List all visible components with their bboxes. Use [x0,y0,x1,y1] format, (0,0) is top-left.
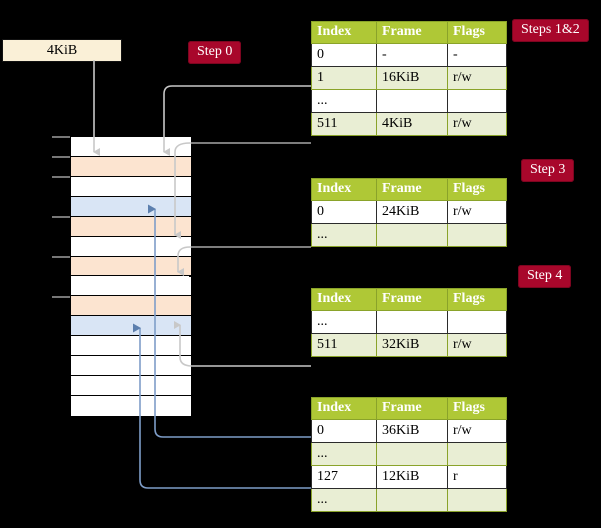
memory-frame-cell [71,396,191,416]
column-header-flags: Flags [447,178,507,201]
cell-index: ... [311,89,377,113]
column-header-frame: Frame [376,178,448,201]
table-row: 0-- [311,43,507,67]
table-row: ... [311,223,507,247]
cell-frame: 4KiB [376,112,448,136]
cell-index: ... [311,442,377,466]
memory-tick [52,136,70,138]
cell-index: 0 [311,43,377,67]
cell-frame: 32KiB [376,333,448,357]
cell-index: 1 [311,66,377,90]
physical-memory-column [70,136,191,417]
cell-flags: r/w [447,333,507,357]
cell-flags [447,442,507,466]
memory-frame-cell [71,356,191,377]
memory-tick [52,216,70,218]
column-header-flags: Flags [447,288,507,311]
cell-index: 0 [311,200,377,224]
badge-step-3: Step 3 [521,159,575,182]
cell-frame: 24KiB [376,200,448,224]
cell-frame [376,89,448,113]
column-header-index: Index [311,397,377,420]
cell-flags: r [447,465,507,489]
column-header-flags: Flags [447,397,507,420]
cell-flags: r/w [447,200,507,224]
cell-frame [376,223,448,247]
memory-frame-cell [71,276,191,297]
cell-frame: 12KiB [376,465,448,489]
memory-frame-cell [71,176,191,197]
column-header-frame: Frame [376,288,448,311]
memory-frame-cell [71,256,191,277]
column-header-index: Index [311,21,377,44]
cell-frame: 16KiB [376,66,448,90]
cell-frame: 36KiB [376,419,448,443]
badge-steps-1-2: Steps 1&2 [512,19,589,42]
cell-flags [447,488,507,512]
memory-tick [52,156,70,158]
table-row: ... [311,488,507,512]
cell-flags [447,89,507,113]
cell-flags [447,223,507,247]
badge-step-4: Step 4 [518,265,572,288]
memory-frame-cell [71,376,191,397]
memory-frame-cell [71,196,191,217]
wire-step4 [174,321,311,367]
memory-frame-cell [71,216,191,237]
cell-frame [376,310,448,334]
memory-frame-cell [71,316,191,337]
cell-frame [376,488,448,512]
cell-frame: - [376,43,448,67]
column-header-frame: Frame [376,397,448,420]
cell-flags: r/w [447,419,507,443]
cell-flags: r/w [447,66,507,90]
cr3-register-block: 4KiB [2,39,122,62]
cell-flags: r/w [447,112,507,136]
memory-frame-cell [71,156,191,177]
memory-frame-cell [71,137,191,157]
cell-index: 511 [311,112,377,136]
cell-frame [376,442,448,466]
column-header-index: Index [311,288,377,311]
table-row: ... [311,310,507,334]
table-row: ... [311,442,507,466]
cell-index: ... [311,223,377,247]
cell-index: ... [311,310,377,334]
memory-tick [52,256,70,258]
memory-tick [52,176,70,178]
badge-step-0: Step 0 [188,41,242,64]
table-row: ... [311,89,507,113]
cell-index: ... [311,488,377,512]
column-header-flags: Flags [447,21,507,44]
memory-frame-cell [71,296,191,317]
cell-index: 0 [311,419,377,443]
memory-tick [52,296,70,298]
cell-flags [447,310,507,334]
cell-index: 127 [311,465,377,489]
memory-frame-cell [71,236,191,257]
cell-flags: - [447,43,507,67]
memory-frame-cell [71,336,191,357]
column-header-frame: Frame [376,21,448,44]
cell-index: 511 [311,333,377,357]
column-header-index: Index [311,178,377,201]
